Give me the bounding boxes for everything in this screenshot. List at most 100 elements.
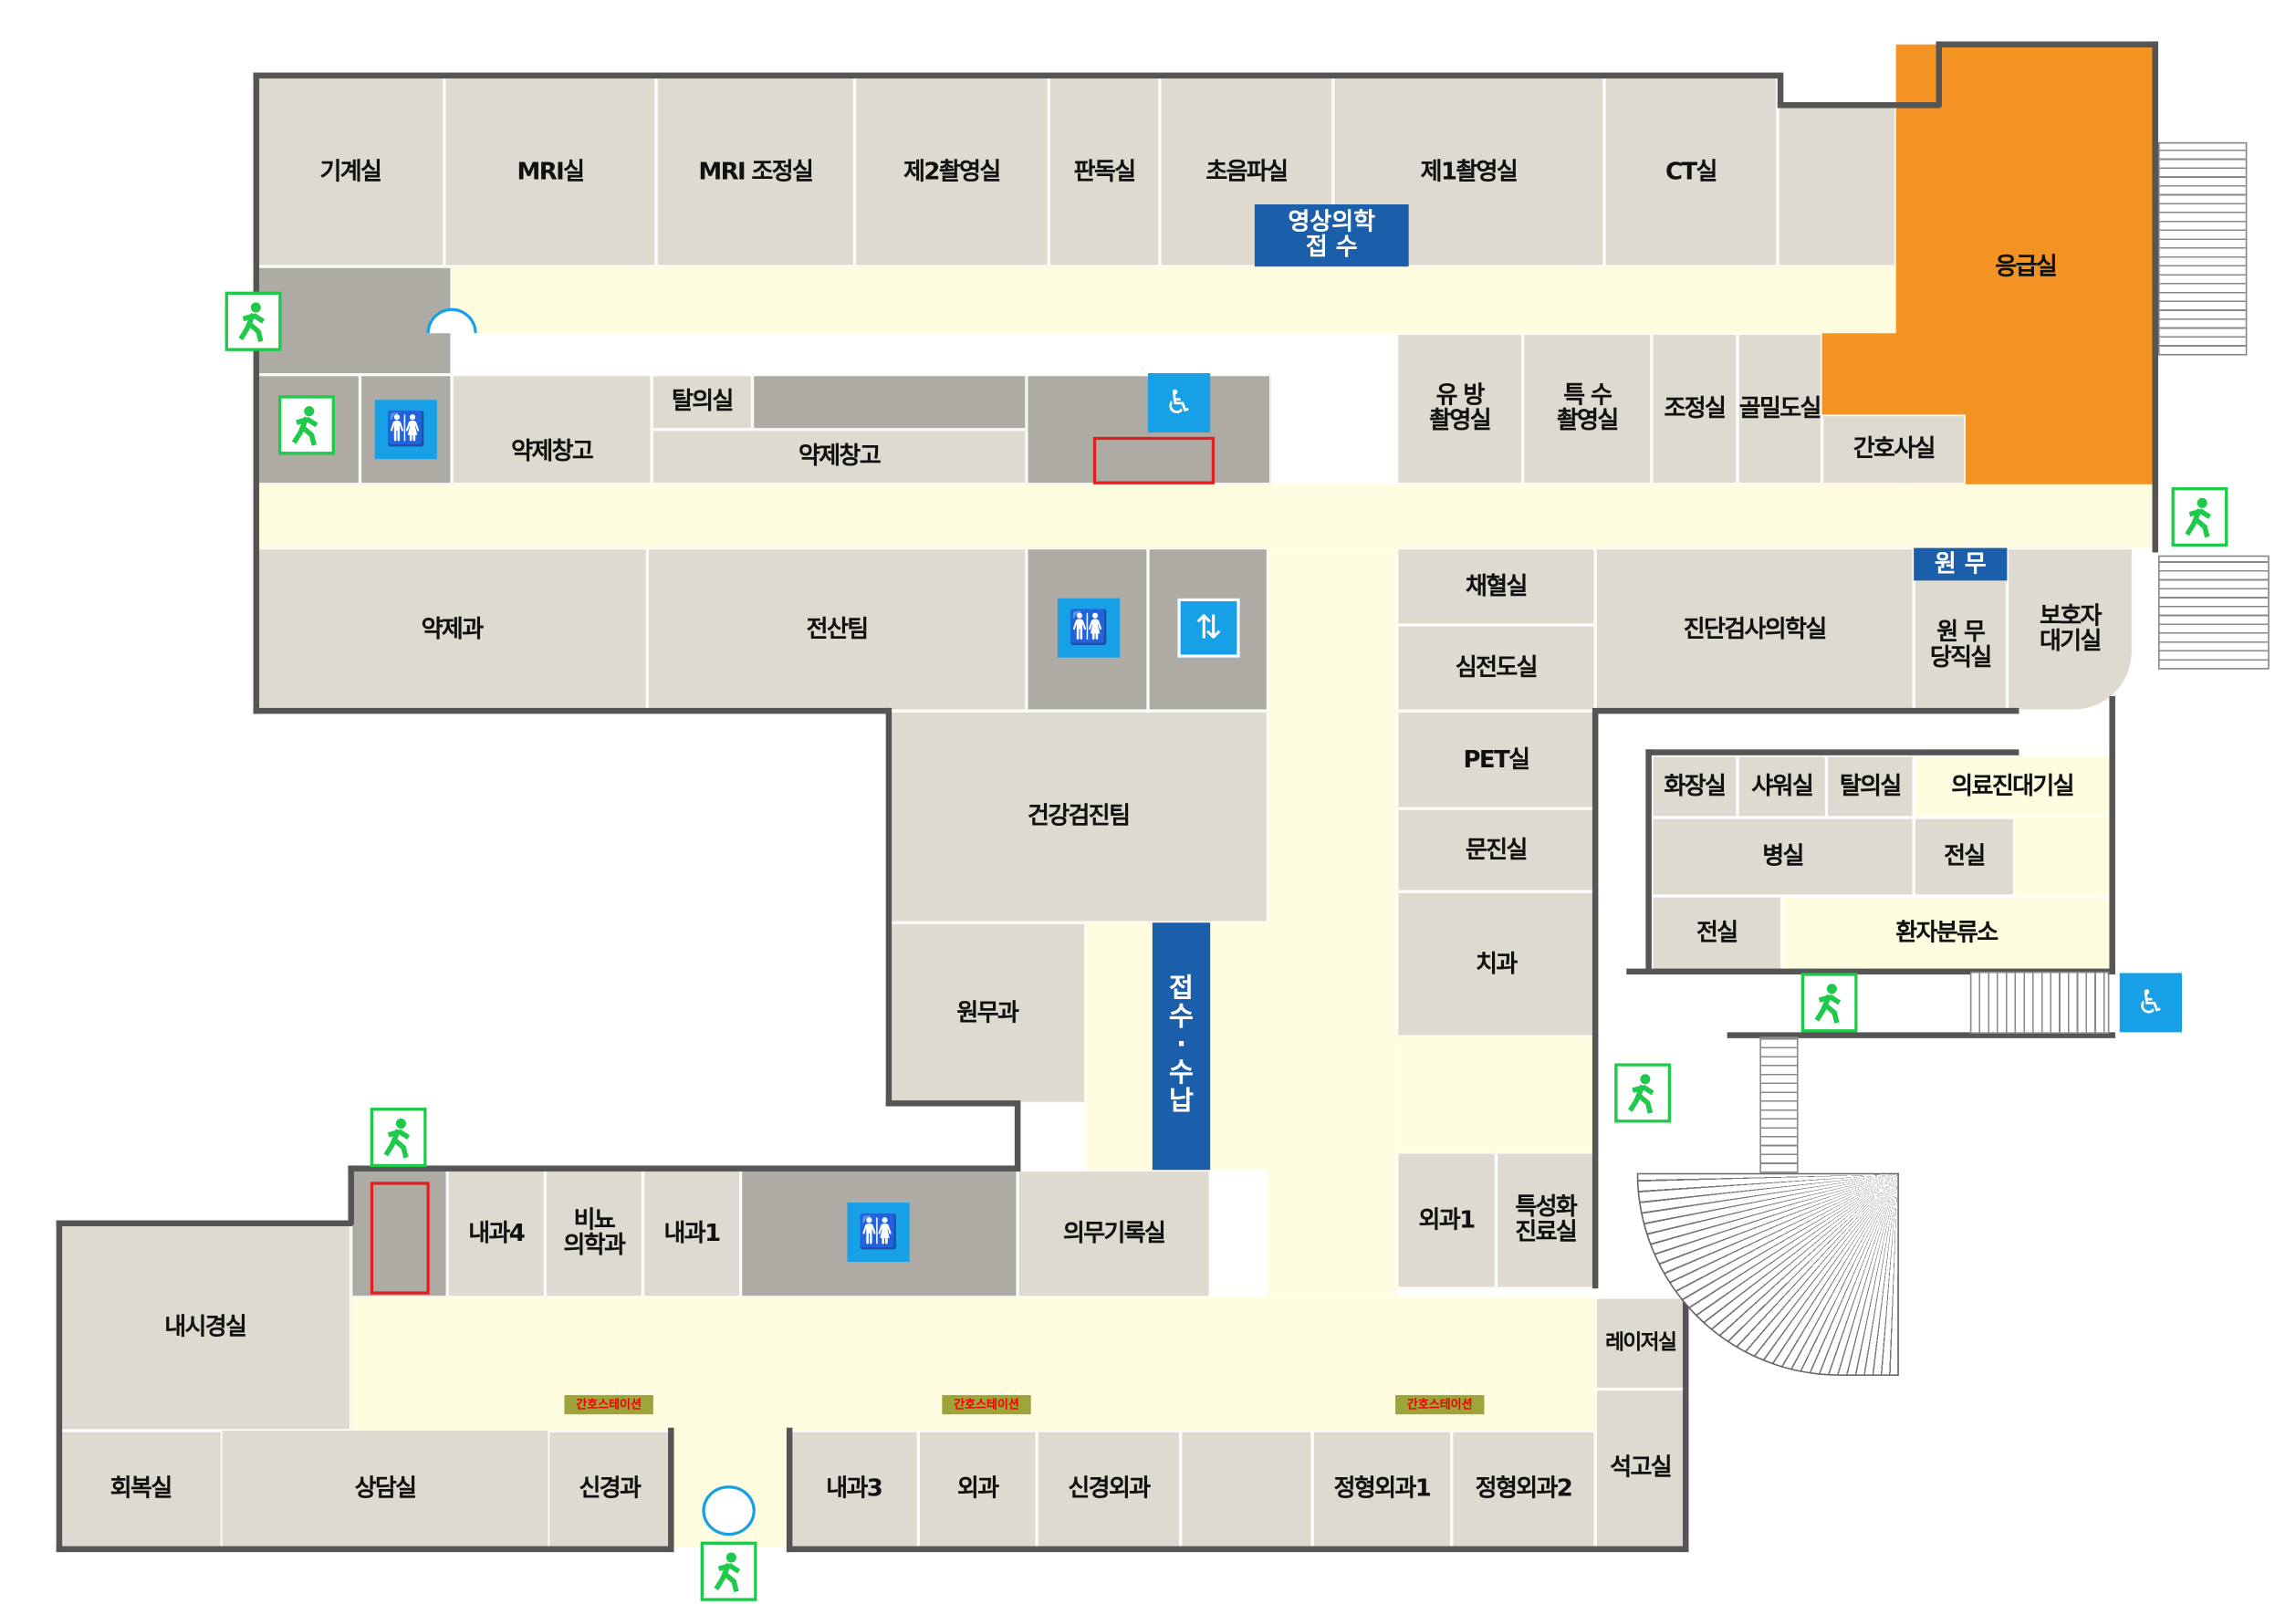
wall [1592,711,1599,1289]
wall [2152,41,2159,553]
room-guardian-wait: 보호자 대기실 [2007,547,2134,712]
room-urology: 비뇨 의학과 [545,1170,643,1297]
sign-reception-payment: 접 수 · 수 납 [1152,922,1211,1171]
corridor-inner [2014,818,2112,897]
corridor-right [1396,1036,1596,1152]
room-it-team: 전산팀 [647,547,1027,712]
room-mri: MRI실 [444,77,657,267]
corridor-top [452,266,1966,334]
wheelchair-icon: ♿ [1147,373,1211,432]
room-toilet: 화장실 [1651,755,1738,818]
automatic-door-icon [702,1485,756,1536]
room-surgery: 외과 [918,1431,1038,1548]
room-unlabeled-2 [1180,1431,1313,1548]
room-neurology: 신경과 [548,1431,672,1548]
room-checkup-team: 건강검진팀 [888,711,1268,923]
restroom-icon: 🚻 [374,400,437,460]
room-surgery1: 외과1 [1396,1151,1497,1289]
emergency-exit-icon [2171,487,2228,547]
wall [2109,695,2115,974]
emergency-exit-icon [370,1108,427,1168]
room-neurosurgery: 신경외과 [1037,1431,1181,1548]
corridor-vertical [1268,547,1397,1297]
wall [1645,749,1652,974]
wall [1014,1100,1021,1172]
wall [668,1427,674,1553]
room-emergency-label: 응급실 [1995,251,2057,280]
room-im3: 내과3 [789,1431,919,1548]
room-ward: 병실 [1651,818,1915,897]
room-lab-medicine: 진단검사의학실 [1595,547,1915,712]
room-xray2: 제2촬영실 [854,77,1049,267]
stairs-red [1092,436,1216,484]
room-reading: 판독실 [1049,77,1160,267]
stairs-red [370,1182,430,1295]
room-laser: 레이저실 [1595,1297,1686,1390]
emergency-exit-icon [700,1541,757,1601]
room-pharmacy: 약제과 [256,547,648,712]
emergency-exit-icon [1800,973,1858,1033]
room-records: 의무기록실 [1018,1170,1211,1297]
corridor-middle [256,484,2155,548]
room-ortho1: 정형외과1 [1312,1431,1452,1548]
room-pet: PET실 [1396,711,1596,809]
room-anteroom-2: 전실 [1651,896,1782,971]
wall [253,72,260,714]
elevator-icon: ⇅ [1177,598,1240,658]
outdoor-stairs [1969,971,2110,1034]
room-im1: 내과1 [642,1170,741,1297]
room-dental: 치과 [1396,891,1596,1037]
sign-radiology-reception: 영상의학 접 수 [1254,204,1409,267]
room-pharm-storage-1: 약제창고 [452,374,652,484]
room-nurse: 간호사실 [1821,414,1966,484]
wall [885,707,892,1105]
nurse-station-3: 간호스테이션 [1395,1395,1485,1415]
wall [1727,1032,2115,1038]
room-cast: 석고실 [1595,1389,1686,1548]
room-bone-density: 골밀도실 [1738,333,1822,484]
wall [1645,749,2019,755]
room-consult-q: 문진실 [1396,808,1596,892]
room-emergency [1895,44,2155,484]
nurse-station-1: 간호스테이션 [564,1395,653,1415]
wall [56,1220,353,1227]
wall [253,72,1781,79]
wall [1777,102,1941,109]
wall [1592,707,2019,714]
wheelchair-icon: ♿ [2119,973,2182,1033]
stair-area-3 [350,1170,448,1297]
wall [1936,41,2159,47]
emergency-exit-icon [224,291,282,351]
room-special-xray: 특 수 촬영실 [1522,333,1652,484]
room-ortho2: 정형외과2 [1451,1431,1596,1548]
room-changing-2: 탈의실 [1826,755,1915,818]
wall [253,707,891,714]
room-recovery: 회복실 [58,1431,223,1548]
outdoor-stairs [2158,555,2270,670]
room-anteroom-1: 전실 [1914,818,2015,897]
wall [786,1546,1689,1553]
room-endoscopy: 내시경실 [58,1223,351,1432]
room-ecg: 심전도실 [1396,624,1596,712]
emergency-exit-icon [1614,1063,1671,1123]
outdoor-stairs [1759,1036,1799,1173]
wall [1777,72,1784,106]
wall [1626,968,2115,975]
room-ct: CT실 [1603,77,1778,267]
room-mri-control: MRI 조정실 [656,77,855,267]
wall [348,1165,354,1225]
sign-admin: 원 무 [1914,547,2008,581]
restroom-icon: 🚻 [847,1203,910,1262]
emergency-exit-icon [278,395,335,455]
wall [56,1220,63,1553]
utility-space [752,374,1027,430]
room-counseling: 상담실 [222,1431,548,1548]
nurse-station-2: 간호스테이션 [942,1395,1031,1415]
room-im4: 내과4 [447,1170,546,1297]
room-pharm-storage-2: 약제창고 [652,429,1027,484]
stair-area [256,266,453,375]
wall [1682,1288,1689,1553]
room-control: 조정실 [1651,333,1738,484]
room-blood-draw: 채혈실 [1396,547,1596,625]
